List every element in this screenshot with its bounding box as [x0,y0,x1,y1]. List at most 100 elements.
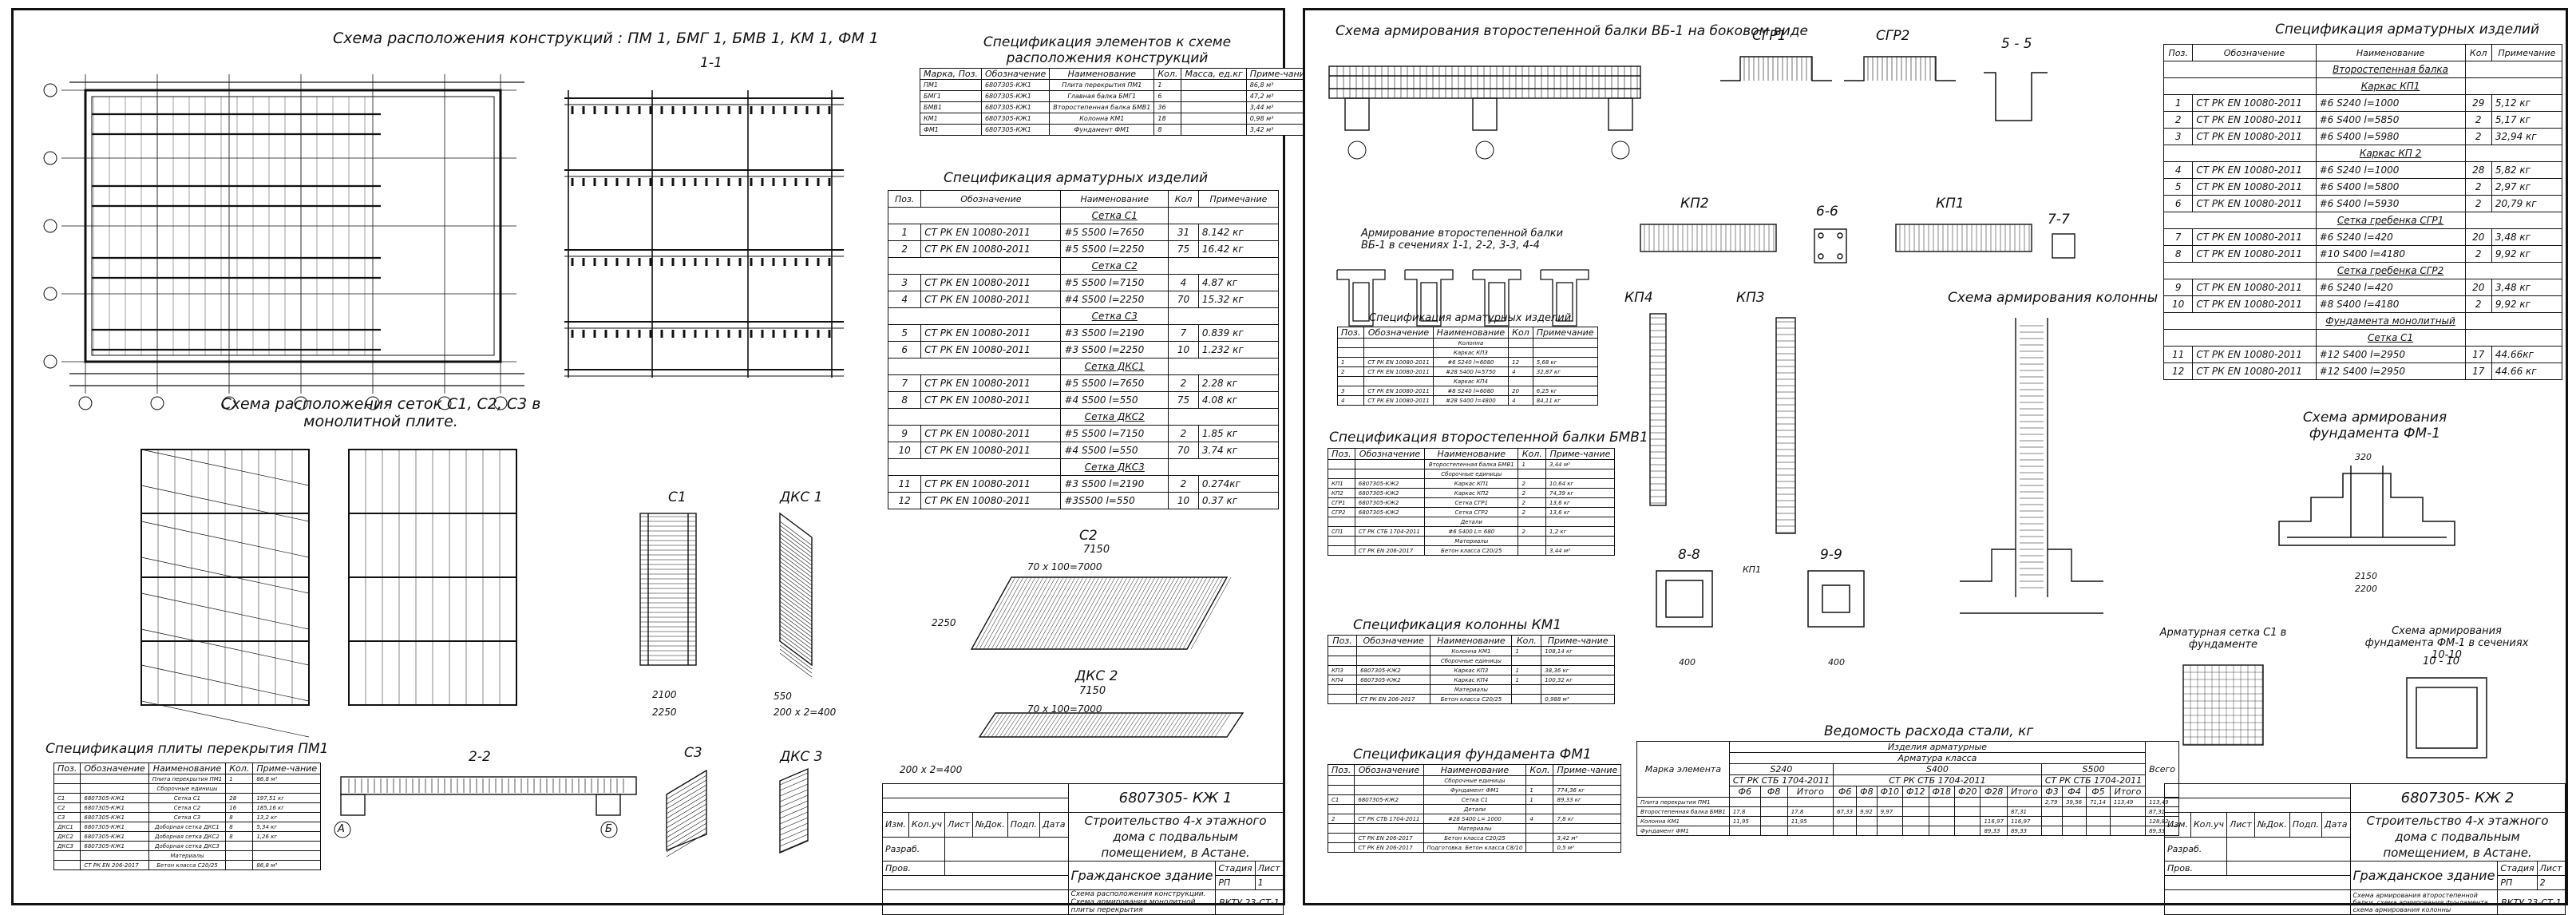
table-row: Детали [1327,804,1622,814]
table-cell: СТ РК EN 10080-2011 [1363,366,1434,377]
table-cell: 2 [1336,366,1365,377]
beam-side-drawing [1328,65,1641,160]
table-cell: Сетка С2 [148,802,227,813]
table-cell [1336,376,1365,386]
table-cell: #5 S500 l=7150 [1060,274,1169,291]
kp1-ref: КП1 [1743,564,1762,575]
table-cell: 6 [1153,90,1182,102]
table-cell: #12 S400 l=2950 [2315,362,2466,380]
table-cell: 6807305-КЖ1 [980,113,1051,125]
table-cell: Фундамент ФМ1 [1636,826,1730,836]
mesh-dks3-label: ДКС 3 [780,749,823,765]
dim-2100: 2100 [652,689,677,700]
kp2-drawing [1640,224,1777,252]
table-cell: 75 [1168,391,1199,409]
table-cell [1532,338,1598,348]
table-cell: 89,33 [1980,826,2008,836]
table-cell: СТ РК EN 206-2017 [1354,833,1424,843]
table-header-cell: Приме-чание [1541,635,1615,647]
table-cell: 12 [2162,362,2194,380]
table-cell: Бетон класса С20/25 [1430,694,1513,704]
dim-c2-7000: 70 х 100=7000 [1027,561,1102,572]
dim-c2-2250: 2250 [932,617,956,628]
table-cell: 0,988 м³ [1541,694,1615,704]
table-cell: 8 [225,822,254,832]
table-cell [1787,826,1834,836]
table-cell: 70 [1168,291,1199,308]
table-cell: СТ РК EN 10080-2011 [920,425,1062,442]
table-cell [2062,826,2087,836]
table-cell [1336,338,1365,348]
table-cell [1545,536,1615,546]
table-cell: БМГ1 [920,90,982,102]
table-cell [1953,797,1981,807]
table-cell: Сетка С3 [148,812,227,822]
table-cell [2109,816,2147,826]
table-cell: 1 [2162,94,2194,112]
mesh-c1-drawing [639,513,697,666]
table-header-cell: Ф28 [1980,786,2008,798]
table-cell [1518,536,1547,546]
table-cell: 17,8 [1728,806,1761,817]
table-cell: #5 S500 l=7650 [1060,224,1169,241]
table-cell: СТ РК EN 10080-2011 [920,492,1062,509]
table-cell [1759,797,1788,807]
table-cell: 6807305-КЖ2 [1354,794,1424,805]
table-cell [1328,459,1355,469]
table-cell: 89,33 кг [1553,794,1622,805]
table-cell: #12 S400 l=2950 [2315,346,2466,363]
table-cell [1856,826,1878,836]
table-cell: СТ РК EN 10080-2011 [920,240,1062,258]
drawing-code: 6807305- КЖ 1 [1067,783,1284,813]
table-cell: Доборная сетка ДКС1 [148,822,227,832]
table-cell: 2 [2162,111,2194,129]
table-cell: 75 [1168,240,1199,258]
table-cell: СТ РК EN 10080-2011 [2192,178,2317,196]
group-name: Второстепенная балка [2315,61,2466,78]
table-header-cell: Наименование [1049,68,1155,80]
dim-c2-7150: 7150 [1083,544,1110,556]
table-row: Материалы [1327,684,1615,695]
table-cell: #6 S400 l=5980 [2315,128,2466,145]
table-cell [1902,806,1929,817]
table-cell [1328,545,1355,556]
table-cell: #3 S500 l=2250 [1060,341,1169,358]
dim-dks1-400: 200 х 2=400 [774,707,837,718]
table-cell: Каркас КП2 [1424,488,1519,498]
table-cell: 3,42 м³ [1245,124,1315,136]
table-cell: 4 [1508,395,1533,406]
table-cell [1508,338,1533,348]
table-header-cell: Примечание [1532,327,1598,339]
table-cell: 28 [225,793,254,803]
kp1-label: КП1 [1936,196,1965,212]
table-cell [1902,826,1929,836]
table-cell: 32,94 кг [2491,128,2563,145]
table-cell: Сборочные единицы [1424,469,1519,479]
table-cell [1354,536,1426,546]
group-name: Сетка С1 [1060,207,1169,224]
table-row: Детали [1328,517,1615,527]
table-cell: 2,97 кг [2491,178,2563,196]
table-cell: 28 [2464,161,2492,179]
fnd-spec-title: Спецификация фундамента ФМ1 [1353,747,1592,762]
table-cell: 6807305-КЖ2 [1356,675,1431,685]
table-cell: 5,17 кг [2491,111,2563,129]
table-cell: #5 S500 l=2250 [1060,240,1169,258]
spec-rebar-title: Спецификация арматурных изделий [944,170,1209,186]
table-cell: СТ РК СТБ 1704-2011 [1354,814,1424,824]
table-cell: ДКС1 [53,822,81,832]
section-2-2-label: 2-2 [469,749,491,765]
table-header-cell: Обозначение [1356,635,1431,647]
table-cell [252,783,322,794]
